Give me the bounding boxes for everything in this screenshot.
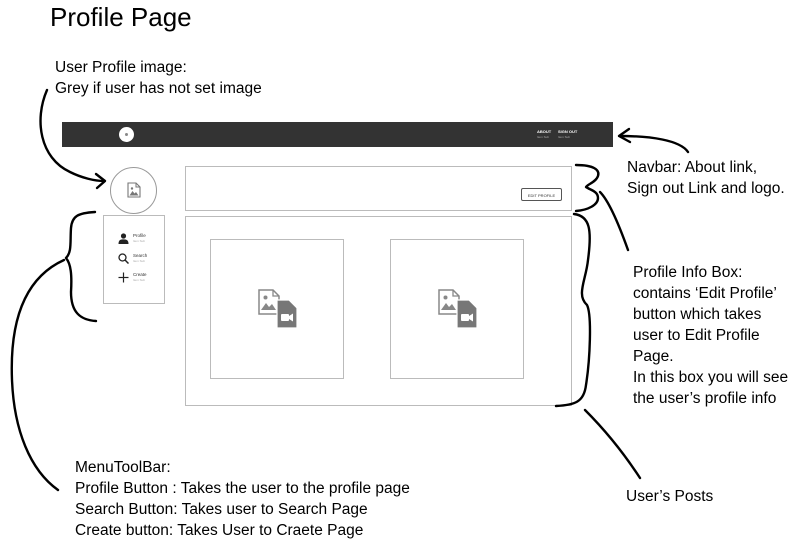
logo[interactable]: [119, 127, 134, 142]
menu-annotation-line: Create button: Takes User to Craete Page: [75, 522, 364, 539]
info-box-annotation-line: user to Edit Profile: [633, 327, 760, 344]
plus-icon: [118, 272, 129, 283]
navbar-annotation-line: Sign out Link and logo.: [627, 180, 785, 197]
post-card[interactable]: [390, 239, 524, 379]
info-box-annotation-line: In this box you will see: [633, 369, 789, 386]
avatar[interactable]: [110, 167, 157, 214]
menu-toolbar: Profile Item Sub Search Item Sub Create …: [103, 215, 165, 304]
info-box-annotation-line: Profile Info Box:: [633, 264, 743, 281]
menu-item-label: Create: [133, 272, 147, 277]
menu-item-label: Search: [133, 253, 148, 258]
menu-item-sub: Item Sub: [133, 259, 146, 263]
nav-link-about-sub: Item Sub: [537, 135, 550, 139]
info-box-connector: [598, 190, 630, 252]
image-placeholder-icon: [127, 182, 141, 198]
info-box-annotation: Profile Info Box: contains ‘Edit Profile…: [633, 262, 788, 409]
info-box-annotation-line: the user’s profile info: [633, 390, 777, 407]
nav-link-about[interactable]: ABOUT: [537, 129, 552, 134]
nav-link-sign-out-sub: Item Sub: [558, 135, 571, 139]
page-title: Profile Page: [50, 2, 192, 32]
menu-item-search[interactable]: Search Item Sub: [118, 253, 164, 267]
menu-item-label: Profile: [133, 233, 146, 238]
navbar: ABOUT Item Sub SIGN OUT Item Sub: [62, 122, 613, 147]
info-box-annotation-line: contains ‘Edit Profile’: [633, 285, 777, 302]
info-box-annotation-line: Page.: [633, 348, 674, 365]
nav-link-sign-out[interactable]: SIGN OUT: [558, 129, 578, 134]
logo-dot: [125, 133, 128, 136]
menu-item-sub: Item Sub: [133, 278, 146, 282]
menu-connector: [10, 258, 66, 492]
posts-annotation: User’s Posts: [626, 488, 714, 505]
menu-annotation-line: Search Button: Takes user to Search Page: [75, 501, 368, 518]
menu-item-create[interactable]: Create Item Sub: [118, 272, 164, 286]
menu-annotation: MenuToolBar: Profile Button : Takes the …: [75, 457, 410, 541]
profile-info-box: EDIT PROFILE: [185, 166, 572, 211]
menu-annotation-line: MenuToolBar:: [75, 459, 171, 476]
avatar-arrow-head: [94, 172, 107, 190]
user-posts-box: [185, 216, 572, 406]
edit-profile-button[interactable]: EDIT PROFILE: [521, 188, 562, 201]
info-box-brace: [574, 163, 600, 213]
avatar-annotation-line: Grey if user has not set image: [55, 80, 262, 97]
person-icon: [118, 233, 129, 244]
menu-item-profile[interactable]: Profile Item Sub: [118, 233, 164, 247]
menu-brace: [64, 210, 98, 323]
avatar-annotation: User Profile image: Grey if user has not…: [55, 57, 262, 99]
navbar-annotation: Navbar: About link, Sign out Link and lo…: [627, 157, 785, 199]
search-icon: [118, 253, 129, 264]
navbar-annotation-line: Navbar: About link,: [627, 159, 758, 176]
post-card[interactable]: [210, 239, 344, 379]
menu-annotation-line: Profile Button : Takes the user to the p…: [75, 480, 410, 497]
image-video-icon: [438, 289, 478, 329]
info-box-annotation-line: button which takes: [633, 306, 762, 323]
posts-connector: [583, 408, 642, 480]
navbar-arrow: [618, 134, 690, 154]
navbar-arrow-head: [617, 127, 632, 144]
image-video-icon: [258, 289, 298, 329]
avatar-annotation-line: User Profile image:: [55, 59, 187, 76]
menu-item-sub: Item Sub: [133, 239, 146, 243]
